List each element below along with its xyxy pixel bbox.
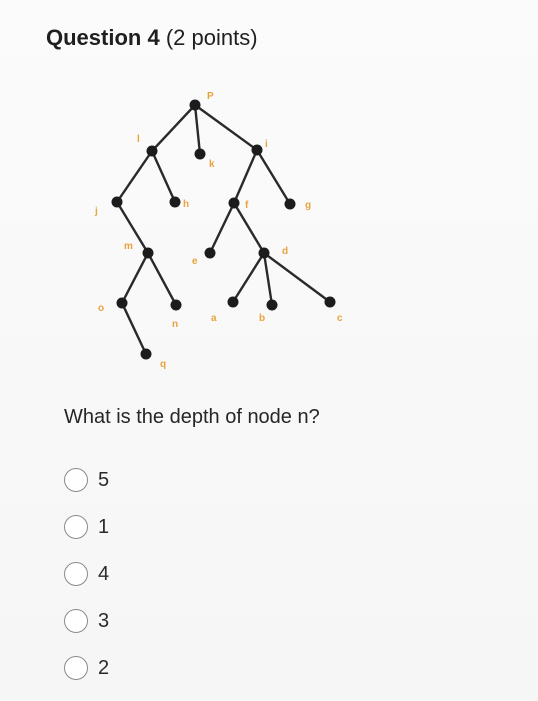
label-o: o [98,303,104,314]
node-b [266,299,278,311]
question-header: Question 4 (2 points) [46,24,258,52]
label-k: k [209,159,215,170]
edge-f-d [232,201,266,255]
option-label: 2 [98,656,110,679]
answer-options: 5 1 4 3 2 [64,466,109,701]
label-q: q [160,359,166,370]
tree-diagram: P l k i j h f g m e d o n a b c q [94,91,343,370]
label-f: f [245,200,249,211]
edge-l-j [115,149,154,204]
node-c [324,296,336,308]
tree-labels: P l k i j h f g m e d o n a b c q [94,91,343,370]
edge-d-c [262,251,332,304]
option-1[interactable]: 1 [64,513,109,541]
option-2[interactable]: 4 [64,560,109,588]
edge-l-h [150,149,177,204]
node-a [227,296,239,308]
label-c: c [337,313,343,324]
node-l [146,145,158,157]
node-k [194,148,206,160]
radio-button[interactable] [64,562,88,586]
label-h: h [183,199,189,210]
tree-edges [115,103,332,356]
edge-p-i [193,103,259,152]
radio-button[interactable] [64,468,88,492]
node-i [251,144,263,156]
radio-button[interactable] [64,609,88,633]
edge-p-k [193,103,202,156]
option-label: 1 [98,515,110,538]
node-h [169,196,181,208]
option-label: 5 [98,468,110,491]
edge-i-g [255,148,292,206]
question-points: (2 points) [165,25,258,50]
option-label: 3 [98,609,110,632]
node-j [111,196,123,208]
option-0[interactable]: 5 [64,466,109,494]
node-m [142,247,154,259]
edge-f-e [208,201,236,255]
label-e: e [192,256,198,267]
edge-m-n [146,251,178,307]
option-4[interactable]: 2 [64,654,109,682]
node-q [140,348,152,360]
label-b: b [259,313,265,324]
edge-m-o [120,251,150,305]
option-3[interactable]: 3 [64,607,109,635]
edge-i-f [232,148,259,205]
label-n: n [172,319,178,330]
node-d [258,247,270,259]
radio-button[interactable] [64,515,88,539]
node-p [189,99,201,111]
question-prompt: What is the depth of node n? [64,406,320,428]
tree-nodes [111,99,336,360]
question-title: Question 4 [46,25,160,50]
edge-p-l [150,103,197,153]
label-a: a [211,313,217,324]
label-l: l [137,134,140,145]
node-n [170,299,182,311]
edge-j-m [115,200,150,255]
label-m: m [124,241,133,252]
node-f [228,197,240,209]
label-j: j [94,206,98,217]
edge-d-b [262,251,274,307]
label-g: g [305,200,311,211]
node-e [204,247,216,259]
label-d: d [282,246,288,257]
label-i: i [265,139,268,150]
edge-o-q [120,301,148,356]
edge-d-a [231,251,266,304]
label-p: P [207,91,214,102]
option-label: 4 [98,562,110,585]
node-o [116,297,128,309]
node-g [284,198,296,210]
radio-button[interactable] [64,656,88,680]
